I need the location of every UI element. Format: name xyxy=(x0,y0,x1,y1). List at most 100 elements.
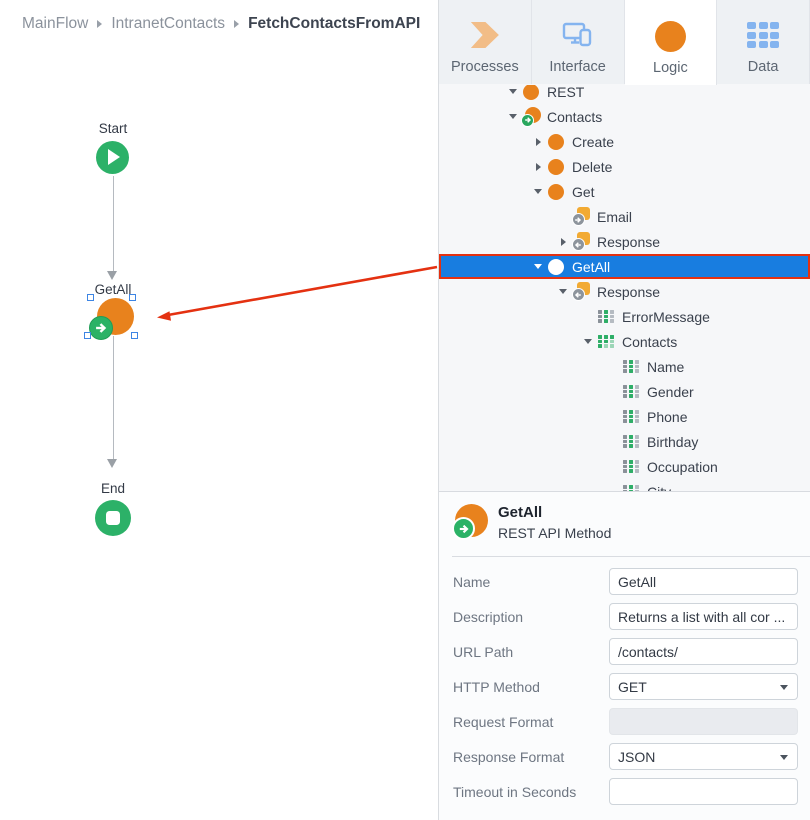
attribute-icon xyxy=(621,382,641,402)
selection-handle[interactable] xyxy=(84,332,91,339)
tree-item-birthday[interactable]: Birthday xyxy=(439,429,810,454)
tree-expander[interactable] xyxy=(555,289,571,294)
tree-item-rest[interactable]: REST xyxy=(439,85,810,104)
tree-item-create[interactable]: Create xyxy=(439,129,810,154)
connector-arrowhead-icon xyxy=(107,271,117,280)
property-value: Returns a list with all cor ... xyxy=(618,608,786,625)
breadcrumb-item[interactable]: MainFlow xyxy=(22,15,89,32)
start-node[interactable] xyxy=(96,141,129,174)
property-value: JSON xyxy=(618,748,656,765)
attribute-icon xyxy=(621,432,641,452)
tree-item-contacts[interactable]: Contacts xyxy=(439,104,810,129)
tree-item-contacts[interactable]: Contacts xyxy=(439,329,810,354)
tab-data[interactable]: Data xyxy=(717,0,810,84)
end-node[interactable] xyxy=(95,500,131,536)
dropdown-caret-icon xyxy=(780,755,788,760)
attribute-icon xyxy=(621,357,641,377)
tree-item-label: Create xyxy=(572,133,615,150)
attribute-icon xyxy=(621,407,641,427)
breadcrumb-separator-icon xyxy=(234,20,240,28)
tree-item-gender[interactable]: Gender xyxy=(439,379,810,404)
breadcrumb-item[interactable]: IntranetContacts xyxy=(111,15,226,32)
tab-logic[interactable]: Logic xyxy=(624,0,718,85)
tree-item-label: ErrorMessage xyxy=(622,308,710,325)
rest-get-badge-icon xyxy=(89,316,113,340)
tab-label: Processes xyxy=(451,59,519,75)
tree-item-label: Response xyxy=(597,233,661,250)
property-input-description[interactable]: Returns a list with all cor ... xyxy=(609,603,798,630)
tree-item-label: Gender xyxy=(647,383,694,400)
attribute-icon xyxy=(621,482,641,491)
tree-item-label: Email xyxy=(597,208,633,225)
rest-method-icon xyxy=(546,182,566,202)
breadcrumb-separator-icon xyxy=(97,20,103,28)
connector-arrowhead-icon xyxy=(107,459,117,468)
tree-item-label: Contacts xyxy=(622,333,678,350)
tab-processes[interactable]: Processes xyxy=(439,0,532,84)
stop-icon xyxy=(106,511,120,525)
tree-item-response[interactable]: Response xyxy=(439,279,810,304)
tree-expander[interactable] xyxy=(530,162,546,171)
tab-label: Logic xyxy=(653,60,688,76)
attribute-icon xyxy=(621,457,641,477)
tree-item-getall[interactable]: GetAll xyxy=(439,254,810,279)
property-label: Name xyxy=(453,573,491,590)
selection-handle[interactable] xyxy=(129,294,136,301)
property-input-http-method[interactable]: GET xyxy=(609,673,798,700)
tree-expander[interactable] xyxy=(530,264,546,269)
tab-label: Interface xyxy=(549,59,606,75)
tree-item-phone[interactable]: Phone xyxy=(439,404,810,429)
property-label: HTTP Method xyxy=(453,678,540,695)
tab-interface[interactable]: Interface xyxy=(531,0,625,84)
tree-expander[interactable] xyxy=(580,339,596,344)
tree-item-label: Name xyxy=(647,358,685,375)
tree-item-occupation[interactable]: Occupation xyxy=(439,454,810,479)
tree-item-label: City xyxy=(647,484,671,492)
property-input-name[interactable]: GetAll xyxy=(609,568,798,595)
tree-item-label: Get xyxy=(572,183,595,200)
property-value: GetAll xyxy=(618,573,657,590)
property-row: Name GetAll xyxy=(439,564,810,599)
tree-item-get[interactable]: Get xyxy=(439,179,810,204)
tree-expander[interactable] xyxy=(555,237,571,246)
tree-item-errormessage[interactable]: ErrorMessage xyxy=(439,304,810,329)
connector-line xyxy=(112,336,114,459)
tree-expander[interactable] xyxy=(530,189,546,194)
property-input-timeout-in-seconds[interactable] xyxy=(609,778,798,805)
tree-expander[interactable] xyxy=(505,89,521,94)
tree-item-city[interactable]: City xyxy=(439,479,810,491)
properties-header: GetAll REST API Method xyxy=(439,492,810,557)
output-param-icon xyxy=(571,282,591,302)
tree-expander[interactable] xyxy=(505,114,521,119)
data-icon xyxy=(747,18,780,52)
rest-node-icon xyxy=(521,85,541,102)
selection-handle[interactable] xyxy=(87,294,94,301)
processes-icon xyxy=(470,18,499,52)
logic-icon xyxy=(654,19,686,53)
property-row: Timeout in Seconds xyxy=(439,774,810,809)
property-label: Request Format xyxy=(453,713,554,730)
tree-expander[interactable] xyxy=(530,137,546,146)
tree-item-delete[interactable]: Delete xyxy=(439,154,810,179)
selection-handle[interactable] xyxy=(131,332,138,339)
rest-method-icon xyxy=(452,504,488,540)
property-input-url-path[interactable]: /contacts/ xyxy=(609,638,798,665)
property-input-response-format[interactable]: JSON xyxy=(609,743,798,770)
tree-item-name[interactable]: Name xyxy=(439,354,810,379)
tree-item-email[interactable]: Email xyxy=(439,204,810,229)
tree-item-label: Phone xyxy=(647,408,688,425)
layer-tab-bar: Processes Interface Logic Data xyxy=(439,0,810,85)
properties-subtitle: REST API Method xyxy=(498,525,612,541)
breadcrumb-item[interactable]: FetchContactsFromAPI xyxy=(248,15,421,32)
end-node-label: End xyxy=(100,481,126,496)
rest-method-icon xyxy=(546,157,566,177)
tree-item-response[interactable]: Response xyxy=(439,229,810,254)
tab-label: Data xyxy=(747,59,779,75)
property-row: Request Format xyxy=(439,704,810,739)
property-row: HTTP Method GET xyxy=(439,669,810,704)
property-label: URL Path xyxy=(453,643,514,660)
breadcrumb: MainFlow IntranetContacts FetchContactsFro… xyxy=(22,15,420,33)
